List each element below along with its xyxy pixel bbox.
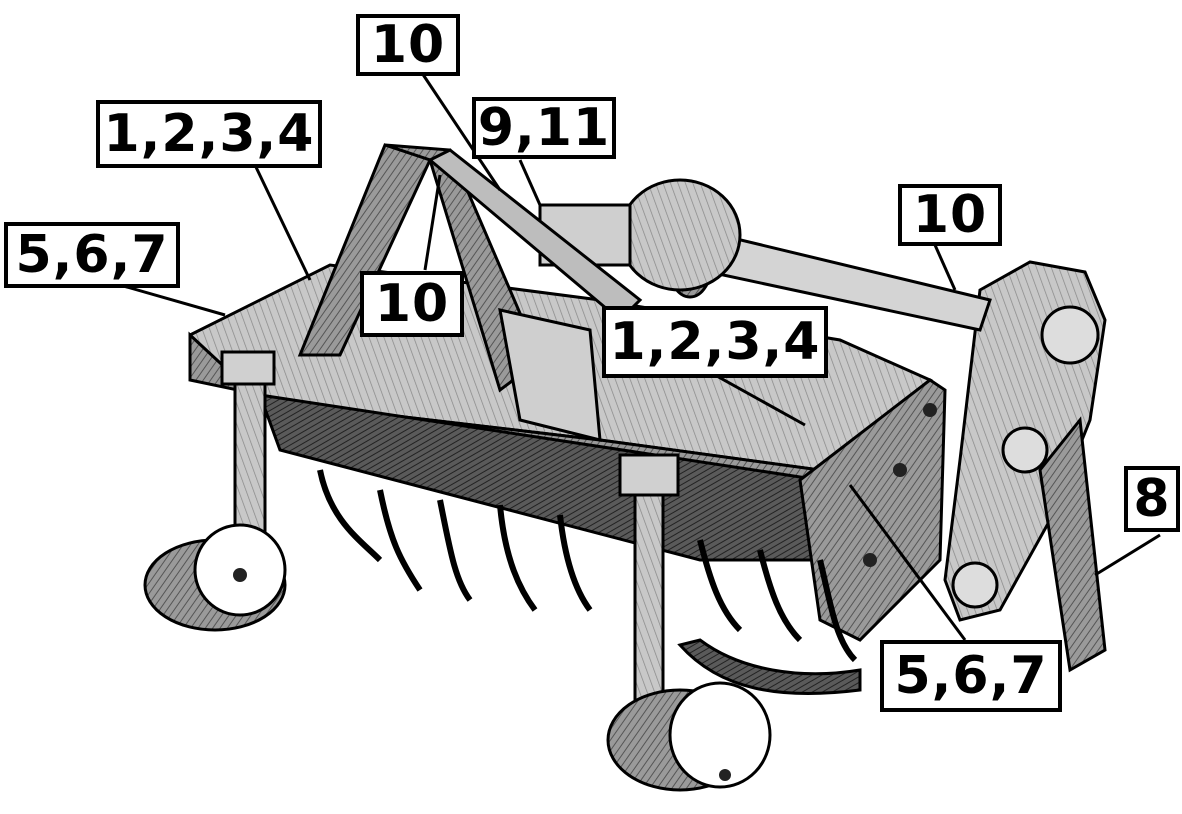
skid-shoe <box>677 638 862 695</box>
hitch-frame <box>297 143 643 442</box>
callout-9-11: 9,11 <box>472 97 616 159</box>
callout-1-2-3-4-center: 1,2,3,4 <box>602 306 828 378</box>
leader-lines <box>119 69 1161 641</box>
callout-1-2-3-4-left: 1,2,3,4 <box>96 100 322 168</box>
callout-10-mid: 10 <box>360 271 464 337</box>
callout-8: 8 <box>1124 466 1180 532</box>
drive-case <box>943 260 1107 622</box>
support-leg <box>1038 416 1107 673</box>
left-depth-wheel <box>143 350 287 632</box>
callout-5-6-7-bottom: 5,6,7 <box>880 640 1062 712</box>
callout-5-6-7-left: 5,6,7 <box>4 222 180 288</box>
side-plate <box>798 378 947 642</box>
front-depth-wheel <box>606 453 772 792</box>
tines <box>317 469 858 663</box>
callout-10-top: 10 <box>356 14 460 76</box>
callout-10-right: 10 <box>898 184 1002 246</box>
